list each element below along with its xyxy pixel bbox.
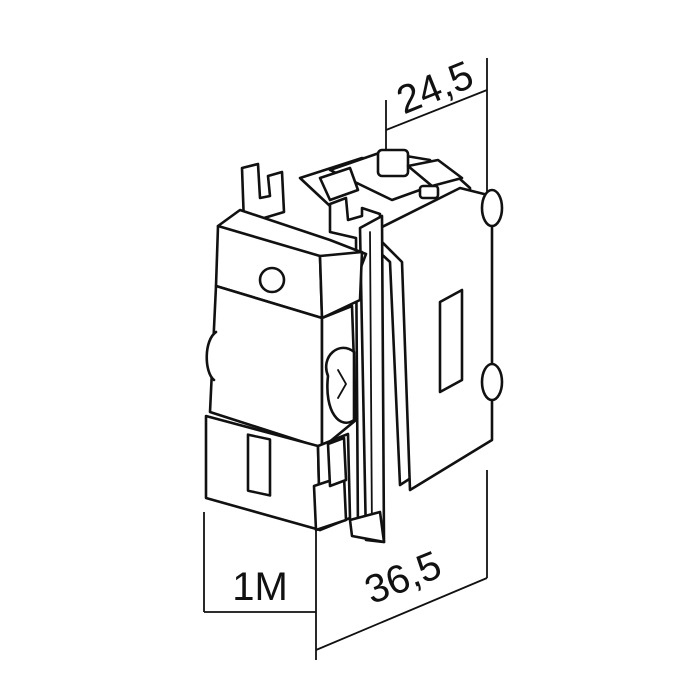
- dimension-depth-rear: 24,5: [391, 53, 480, 123]
- dimension-lines: [203, 58, 488, 660]
- mounting-frame: [240, 162, 386, 544]
- dimension-module: 1M: [232, 565, 288, 609]
- rear-mechanism: [298, 148, 504, 492]
- dimension-width-front: 36,5: [359, 543, 448, 613]
- front-rocker-module: [204, 208, 368, 532]
- indicator-lens: [258, 266, 286, 294]
